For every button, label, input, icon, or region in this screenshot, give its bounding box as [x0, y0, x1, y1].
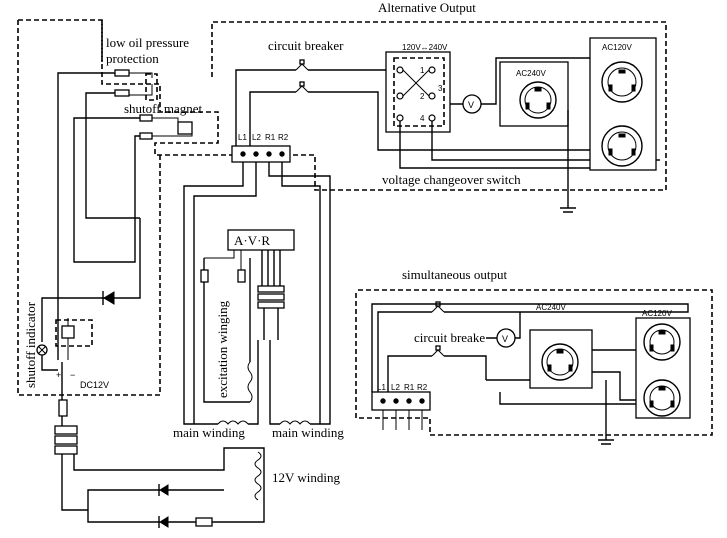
terminal-bottom-l2: L2 — [391, 383, 400, 392]
switch-num-4: 4 — [420, 114, 425, 123]
ac240v-bottom-label: AC240V — [536, 303, 566, 312]
dc12v-label: DC12V — [80, 380, 109, 390]
ac120v-bottom-label: AC120V — [642, 309, 672, 318]
ac240v-top-label: AC240V — [516, 69, 546, 78]
terminal-l1: L1 — [238, 133, 247, 142]
alternative-output-title: Alternative Output — [378, 0, 476, 15]
battery-connector — [54, 425, 78, 435]
minus-sign: − — [70, 370, 75, 380]
circuit-breaker-top-label: circuit breaker — [268, 38, 344, 53]
shutoff-magnet-coil — [177, 121, 193, 135]
simultaneous-output-panel — [371, 301, 691, 445]
resistor-12v — [195, 517, 213, 527]
avr-label: A·V·R — [234, 233, 270, 248]
terminal-l2: L2 — [252, 133, 261, 142]
switch-range-label: 120V↔240V — [402, 43, 448, 52]
ac120v-top-label: AC120V — [602, 43, 632, 52]
12v-winding-label: 12V winding — [272, 470, 341, 485]
terminal-bottom-r1: R1 — [404, 383, 415, 392]
switch-num-2: 2 — [420, 92, 425, 101]
excitation-winging-label: excitation winging — [215, 300, 230, 398]
dashed-enclosures — [17, 19, 713, 436]
terminal-block-top — [231, 145, 291, 163]
terminal-bottom-r2: R2 — [417, 383, 428, 392]
shutoff-magnet-label: shutoff magnet — [124, 101, 202, 116]
shutoff-indicator-label: shutoff indicator — [23, 301, 38, 388]
alternative-output-panel — [235, 37, 660, 213]
diode-12v-lower — [159, 516, 169, 528]
terminal-bottom-l1: L1 — [377, 383, 386, 392]
avr-and-windings — [183, 162, 331, 425]
switch-num-3: 3 — [438, 84, 443, 93]
terminal-r1: R1 — [265, 133, 276, 142]
voltmeter-bottom-label: V — [502, 334, 508, 344]
simultaneous-output-title: simultaneous output — [402, 267, 507, 282]
voltage-changeover-switch-label: voltage changeover switch — [382, 172, 521, 187]
oil-pressure-switch — [114, 69, 130, 77]
terminal-r2: R2 — [278, 133, 289, 142]
diode-12v-upper — [159, 484, 169, 496]
main-winding-left-label: main winding — [173, 425, 245, 440]
avr-box — [227, 229, 295, 251]
protection-label: protection — [106, 51, 159, 66]
plus-sign: + — [56, 370, 61, 380]
voltmeter-top-label: V — [468, 100, 474, 110]
12v-winding-coil — [254, 451, 262, 501]
circuit-breaker-bottom-label: circuit breake — [414, 330, 485, 345]
voltage-changeover-switch — [385, 51, 451, 133]
diode-left — [103, 291, 115, 305]
control-wiring — [36, 69, 265, 528]
main-winding-right-label: main winding — [272, 425, 344, 440]
low-oil-pressure-label: low oil pressure — [106, 35, 189, 50]
switch-num-1: 1 — [420, 66, 425, 75]
